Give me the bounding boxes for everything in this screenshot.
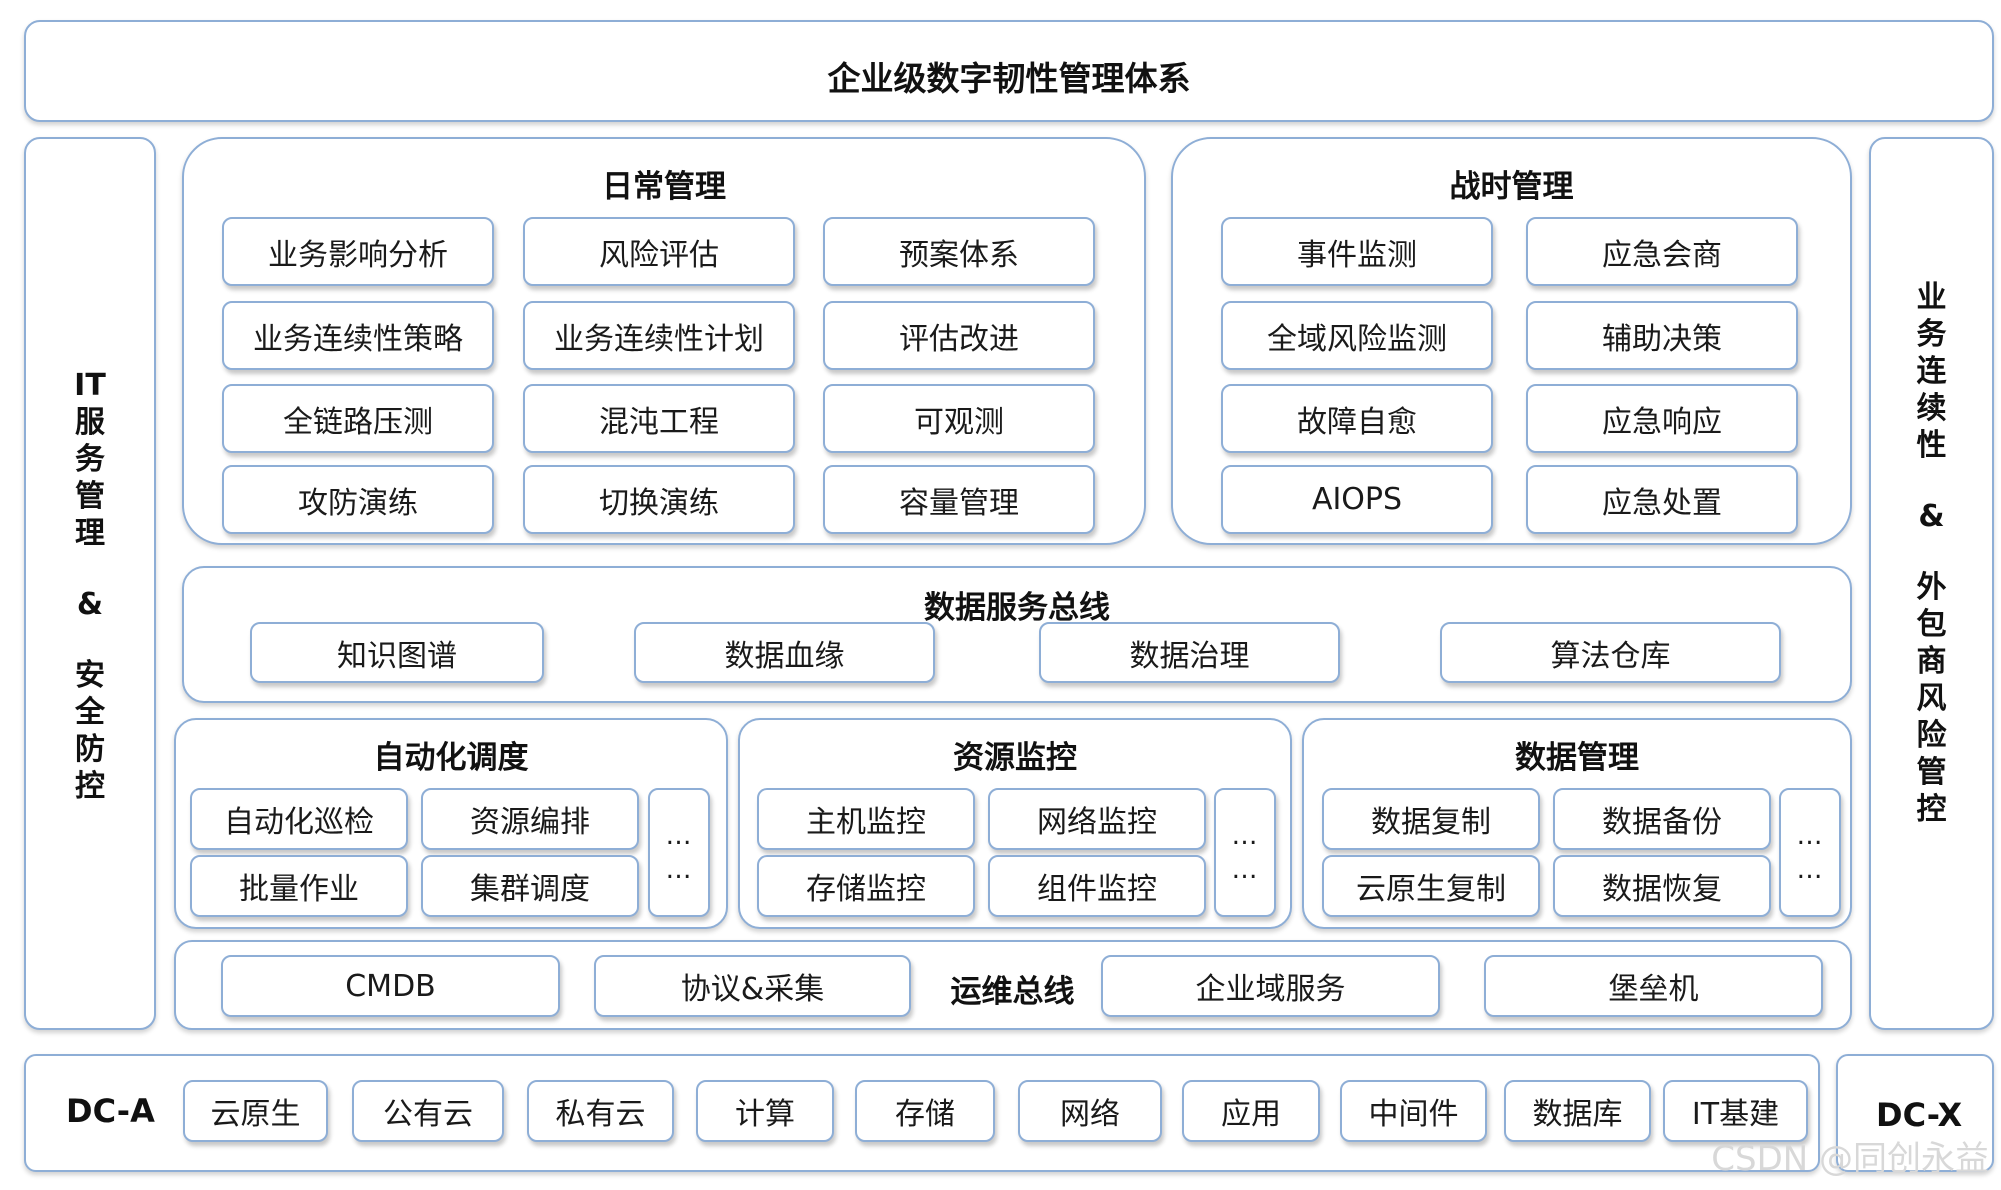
automation-item[interactable]: 集群调度 <box>421 855 639 917</box>
resource-item[interactable]: 组件监控 <box>988 855 1206 917</box>
right-pillar-char: 险 <box>1916 718 1947 753</box>
right-pillar-char: 管 <box>1916 755 1947 790</box>
daily-item[interactable]: 业务影响分析 <box>222 217 494 286</box>
datamgmt-item[interactable]: 数据恢复 <box>1553 855 1771 917</box>
dc-a-item[interactable]: IT基建 <box>1663 1080 1808 1142</box>
dc-a-item[interactable]: 中间件 <box>1340 1080 1487 1142</box>
wartime-item[interactable]: 故障自愈 <box>1221 384 1493 453</box>
dc-x-label: DC-X <box>1876 1096 1963 1134</box>
resource-item[interactable]: 网络监控 <box>988 788 1206 850</box>
ops-bus-item[interactable]: CMDB <box>221 955 560 1017</box>
daily-item[interactable]: 风险评估 <box>523 217 795 286</box>
resource-monitoring-title: 资源监控 <box>953 740 1077 776</box>
automation-more-button[interactable]: … … <box>648 788 710 917</box>
data-bus-item[interactable]: 算法仓库 <box>1440 622 1781 683</box>
daily-item[interactable]: 切换演练 <box>523 465 795 534</box>
daily-item[interactable]: 可观测 <box>823 384 1095 453</box>
daily-item[interactable]: 业务连续性计划 <box>523 301 795 370</box>
dc-a-item[interactable]: 计算 <box>696 1080 834 1142</box>
automation-item[interactable]: 批量作业 <box>190 855 408 917</box>
dc-a-item[interactable]: 私有云 <box>527 1080 674 1142</box>
daily-item[interactable]: 混沌工程 <box>523 384 795 453</box>
dc-a-item[interactable]: 公有云 <box>352 1080 504 1142</box>
right-pillar-char: 风 <box>1916 681 1947 716</box>
wartime-item[interactable]: 应急处置 <box>1526 465 1798 534</box>
data-bus-item[interactable]: 数据治理 <box>1039 622 1340 683</box>
right-pillar-char: 商 <box>1916 644 1947 679</box>
left-pillar-char: 全 <box>75 695 105 730</box>
dc-a-item[interactable]: 网络 <box>1018 1080 1162 1142</box>
daily-item[interactable]: 评估改进 <box>823 301 1095 370</box>
data-service-bus-title: 数据服务总线 <box>924 590 1110 626</box>
wartime-item[interactable]: AIOPS <box>1221 465 1493 534</box>
right-pillar-char: 性 <box>1916 428 1947 463</box>
right-pillar-char: 控 <box>1916 792 1947 827</box>
datamgmt-item[interactable]: 数据复制 <box>1322 788 1540 850</box>
title-bar: 企业级数字韧性管理体系 <box>24 20 1994 122</box>
daily-item[interactable]: 预案体系 <box>823 217 1095 286</box>
watermark-text: CSDN @同创永益 <box>1711 1139 1989 1179</box>
resource-item[interactable]: 存储监控 <box>757 855 975 917</box>
right-pillar-char: 务 <box>1916 317 1947 352</box>
ops-bus-item[interactable]: 堡垒机 <box>1484 955 1823 1017</box>
dc-a-item[interactable]: 数据库 <box>1504 1080 1651 1142</box>
left-pillar-char: & <box>76 587 104 622</box>
right-pillar-char: 业 <box>1916 280 1947 315</box>
automation-item[interactable]: 资源编排 <box>421 788 639 850</box>
dc-x-panel: DC-X <box>1836 1054 1994 1172</box>
daily-item[interactable]: 业务连续性策略 <box>222 301 494 370</box>
left-pillar-char: 务 <box>75 442 105 477</box>
resource-item[interactable]: 主机监控 <box>757 788 975 850</box>
ops-bus-item[interactable]: 企业域服务 <box>1101 955 1440 1017</box>
datamgmt-item[interactable]: 云原生复制 <box>1322 855 1540 917</box>
data-bus-item[interactable]: 数据血缘 <box>634 622 935 683</box>
automation-title: 自动化调度 <box>373 740 529 776</box>
daily-management-title: 日常管理 <box>602 169 726 205</box>
right-pillar-char: & <box>1918 499 1945 534</box>
right-pillar-char: 包 <box>1916 607 1947 642</box>
left-pillar-char: 服 <box>75 405 105 440</box>
wartime-item[interactable]: 辅助决策 <box>1526 301 1798 370</box>
daily-item[interactable]: 全链路压测 <box>222 384 494 453</box>
right-pillar-char: 外 <box>1916 570 1947 605</box>
left-pillar-char: 理 <box>75 516 105 551</box>
ops-bus-item[interactable]: 协议&采集 <box>594 955 911 1017</box>
right-pillar: 业 务 连 续 性 & 外 包 商 风 险 管 控 <box>1869 137 1994 1030</box>
wartime-item[interactable]: 应急响应 <box>1526 384 1798 453</box>
left-pillar: IT 服 务 管 理 & 安 全 防 控 <box>24 137 156 1030</box>
page-title: 企业级数字韧性管理体系 <box>827 59 1191 98</box>
daily-item[interactable]: 容量管理 <box>823 465 1095 534</box>
datamgmt-item[interactable]: 数据备份 <box>1553 788 1771 850</box>
right-pillar-char: 连 <box>1916 354 1947 389</box>
automation-item[interactable]: 自动化巡检 <box>190 788 408 850</box>
daily-item[interactable]: 攻防演练 <box>222 465 494 534</box>
left-pillar-char: 管 <box>75 479 105 514</box>
right-pillar-label: 业 务 连 续 性 & 外 包 商 风 险 管 控 <box>1871 279 1992 828</box>
dc-a-item[interactable]: 应用 <box>1182 1080 1320 1142</box>
dc-a-item[interactable]: 云原生 <box>183 1080 328 1142</box>
left-pillar-char: IT <box>74 368 106 403</box>
right-pillar-char: 续 <box>1916 391 1947 426</box>
left-pillar-label: IT 服 务 管 理 & 安 全 防 控 <box>26 367 154 805</box>
wartime-management-title: 战时管理 <box>1449 169 1574 205</box>
data-management-title: 数据管理 <box>1515 740 1639 776</box>
left-pillar-char: 控 <box>75 769 105 804</box>
dc-a-label: DC-A <box>66 1092 155 1130</box>
left-pillar-char: 安 <box>75 658 105 693</box>
datamgmt-more-button[interactable]: … … <box>1779 788 1841 917</box>
left-pillar-char: 防 <box>75 732 105 767</box>
resource-more-button[interactable]: … … <box>1214 788 1276 917</box>
ops-bus-title: 运维总线 <box>950 974 1075 1010</box>
dc-a-item[interactable]: 存储 <box>855 1080 995 1142</box>
wartime-item[interactable]: 事件监测 <box>1221 217 1493 286</box>
wartime-item[interactable]: 应急会商 <box>1526 217 1798 286</box>
data-bus-item[interactable]: 知识图谱 <box>250 622 544 683</box>
wartime-item[interactable]: 全域风险监测 <box>1221 301 1493 370</box>
